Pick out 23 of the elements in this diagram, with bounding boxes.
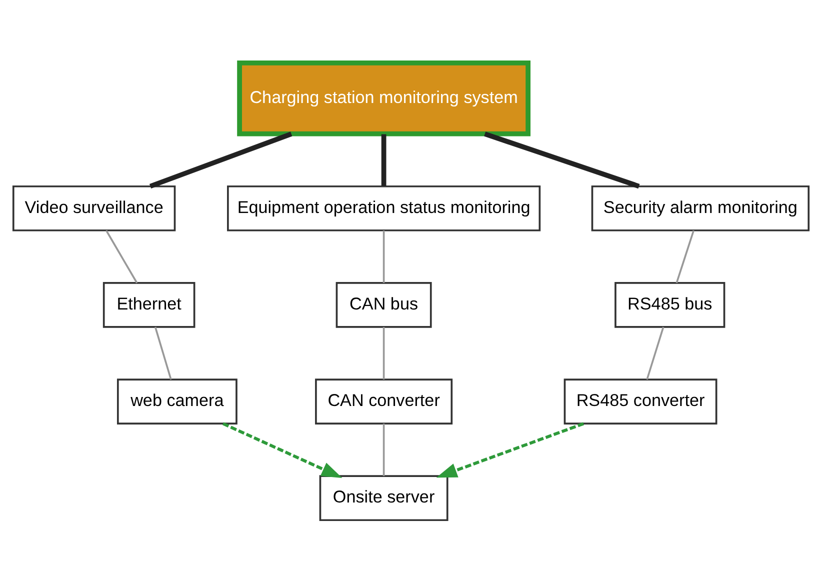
node-box: web camera	[116, 378, 238, 424]
node-box: CAN bus	[336, 282, 432, 328]
node-box: Charging station monitoring system	[237, 60, 530, 136]
node-box: Onsite server	[319, 474, 448, 521]
node-box: RS485 converter	[564, 378, 718, 424]
connector	[154, 326, 172, 380]
node-box: RS485 bus	[614, 282, 726, 328]
connector	[646, 326, 664, 380]
node-box: Video surveillance	[12, 184, 176, 231]
connector	[381, 134, 386, 186]
arrow	[436, 422, 584, 478]
connector	[382, 326, 385, 379]
arrow	[222, 422, 342, 478]
connector	[382, 230, 385, 282]
node-box: Security alarm monitoring	[591, 184, 810, 231]
connector	[676, 230, 695, 283]
node-box: Equipment operation status monitoring	[227, 184, 541, 231]
connector	[382, 423, 385, 476]
connector	[484, 131, 640, 188]
connector	[105, 230, 138, 283]
node-box: CAN converter	[315, 378, 453, 424]
node-box: Ethernet	[102, 282, 196, 328]
connector	[149, 131, 292, 188]
